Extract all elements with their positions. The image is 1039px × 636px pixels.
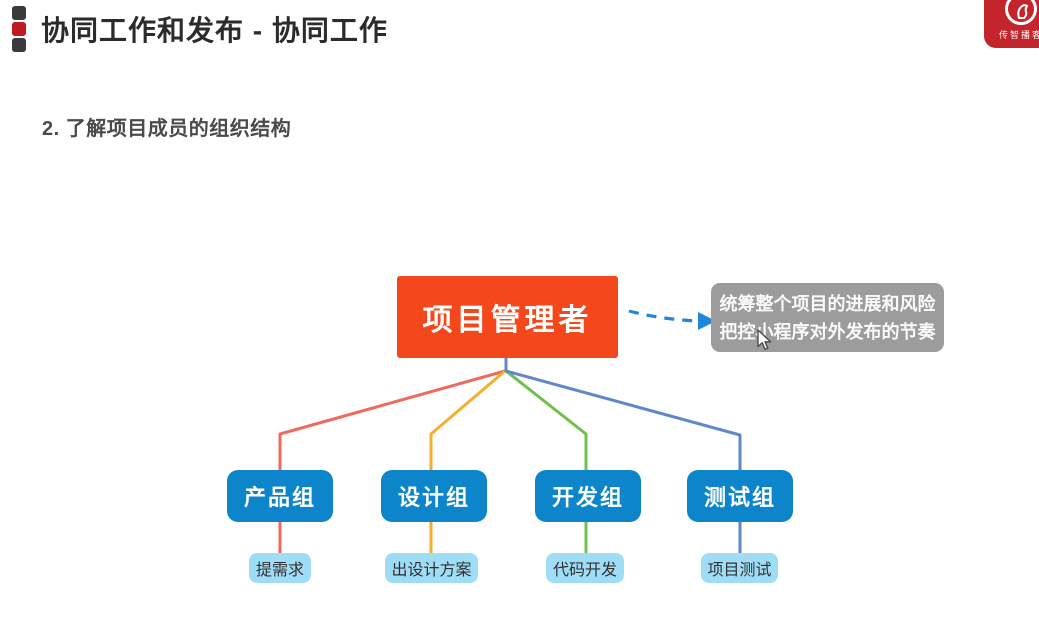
section-subtitle: 2. 了解项目成员的组织结构 <box>42 118 292 140</box>
manager-note-line2: 把控小程序对外发布的节奏 <box>719 321 936 342</box>
brand-logo-emblem-icon <box>1005 0 1037 25</box>
org-node-product-group: 产品组 <box>227 470 333 522</box>
title-bullet-marks <box>12 6 26 54</box>
task-label-testing: 项目测试 <box>701 553 778 583</box>
connector-test-line <box>504 355 742 556</box>
manager-note-callout: 统筹整个项目的进展和风险 把控小程序对外发布的节奏 <box>711 283 944 352</box>
brand-logo: 传智播客 <box>984 0 1039 48</box>
org-node-project-manager: 项目管理者 <box>397 276 618 358</box>
bullet-square-dark <box>12 6 26 20</box>
manager-note-line1: 统筹整个项目的进展和风险 <box>719 293 936 314</box>
bullet-square-dark <box>12 38 26 52</box>
org-node-test-group: 测试组 <box>687 470 793 522</box>
page-title: 协同工作和发布 - 协同工作 <box>41 15 388 46</box>
task-label-coding: 代码开发 <box>546 553 624 583</box>
org-node-design-group: 设计组 <box>381 470 487 522</box>
task-label-design-plan: 出设计方案 <box>385 553 478 583</box>
bullet-square-red <box>12 22 26 36</box>
connector-product-line <box>278 369 507 556</box>
connector-design-line <box>429 369 507 556</box>
brand-logo-text: 传智播客 <box>998 30 1039 40</box>
connector-dev-line <box>504 369 588 556</box>
org-node-dev-group: 开发组 <box>535 470 641 522</box>
note-arrow-dashes <box>628 309 698 323</box>
task-label-requirements: 提需求 <box>249 553 311 583</box>
